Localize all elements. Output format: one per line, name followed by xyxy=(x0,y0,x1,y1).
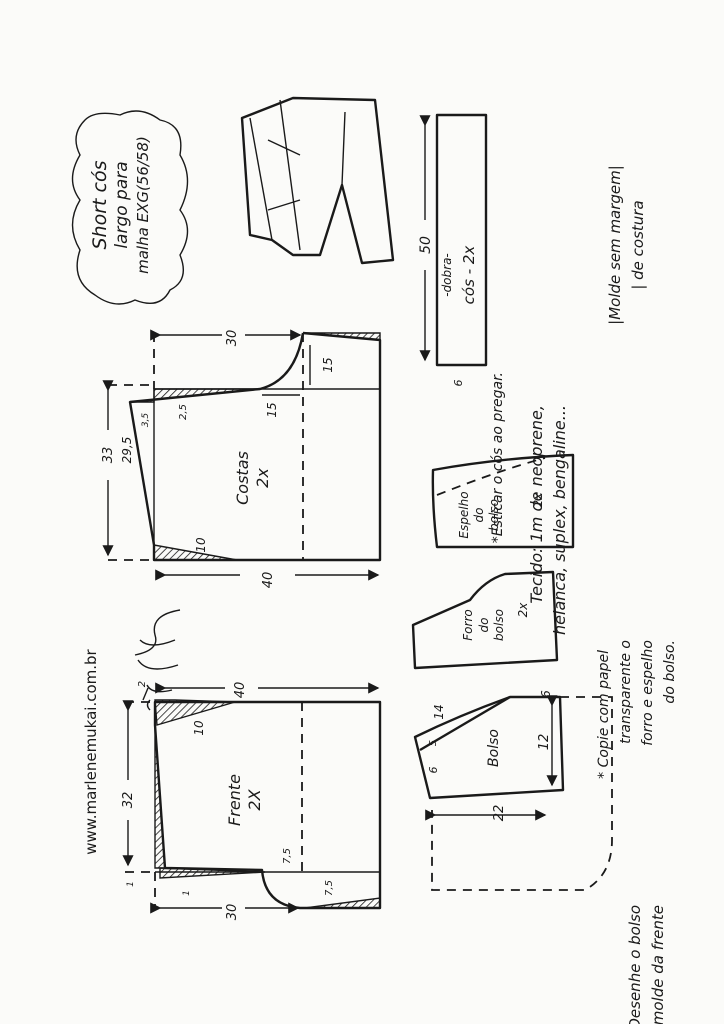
back-dim-width: 40 xyxy=(261,572,276,589)
lining-qty: 2x xyxy=(516,602,530,618)
front-dim-hip-top: 10 xyxy=(192,720,206,736)
back-dim-top: 30 xyxy=(225,330,240,347)
back-dim-waist-slope: 29,5 xyxy=(120,437,134,464)
front-dim-bottom: 30 xyxy=(225,904,240,921)
waistband-piece: 50 -dobra- cós - 2x 6 *Esticar o cós ao … xyxy=(418,113,506,543)
front-label: Frente xyxy=(225,774,244,826)
waistband-width: 6 xyxy=(452,380,465,387)
pocket-piece: 6 14 5 6 12 22 Bolso xyxy=(413,690,613,891)
front-qty: 2X xyxy=(245,788,264,810)
lining-line-2: do xyxy=(477,618,491,633)
back-label: Costas xyxy=(233,451,252,505)
lining-line-1: Forro xyxy=(461,609,475,640)
facing-qty: 2x xyxy=(531,492,545,508)
front-dim-width: 40 xyxy=(233,682,248,699)
fabric-line-2: helanca, suplex, bengaline... xyxy=(550,405,569,635)
lining-line-3: bolso xyxy=(492,609,506,641)
back-dim-hip-low: 10 xyxy=(194,537,208,553)
copy-note-line-4: do bolso. xyxy=(662,640,678,704)
back-dim-dart: 2,5 xyxy=(178,404,189,420)
title-line-2: largo para xyxy=(112,161,132,248)
seam-note-line-1: |Molde sem margem| xyxy=(606,165,624,325)
front-dim-crotch-b: 7,5 xyxy=(324,880,335,896)
title-line-3: malha EXG(56/58) xyxy=(134,136,152,274)
pocket-facing-piece: Espelho do bolso 2x xyxy=(431,453,575,549)
front-dim-length: 32 xyxy=(121,792,136,809)
pocket-dim-slant: 14 xyxy=(432,704,446,719)
back-piece: 30 33 29,5 3,5 2,5 15 15 10 40 Costas 2x xyxy=(101,329,382,589)
front-dim-offset-b: 1 xyxy=(182,890,192,896)
back-dim-crotch-depth: 15 xyxy=(321,357,335,372)
pocket-dim-top: 6 xyxy=(539,690,553,698)
copy-note-line-1: * Copie com papel xyxy=(596,650,612,779)
facing-line-1: Espelho xyxy=(457,491,471,538)
back-dim-leg: 15 xyxy=(265,402,279,417)
front-piece: 40 2 32 10 7,5 7,5 30 1 1 Frente 2X xyxy=(121,681,382,921)
draw-note-line-1: *Desenhe o bolso xyxy=(626,905,644,1024)
waistband-note: *Esticar o cós ao pregar. xyxy=(490,372,506,543)
facing-line-3: bolso xyxy=(487,499,501,531)
back-dim-side: 33 xyxy=(101,447,116,464)
pocket-lining-piece: Forro do bolso 2x xyxy=(411,570,559,670)
front-dim-raise: 2 xyxy=(137,681,148,687)
waistband-label: cós - 2x xyxy=(460,246,478,305)
pocket-dim-depth: 12 xyxy=(537,734,552,751)
front-dim-offset-a: 1 xyxy=(126,881,136,887)
website-url: www.marlenemukai.com.br xyxy=(82,648,100,854)
signature xyxy=(134,609,181,711)
title-cloud: Short cós largo para malha EXG(56/58) xyxy=(71,110,189,305)
pocket-dim-width: 22 xyxy=(492,805,507,822)
waistband-length: 50 xyxy=(418,236,434,254)
shorts-illustration xyxy=(240,96,395,265)
draw-note-line-2: no molde da frente xyxy=(649,905,667,1024)
front-dim-crotch-a: 7,5 xyxy=(282,848,293,864)
fabric-line-1: Tecido: 1m de neoprene, xyxy=(527,405,546,604)
title-line-1: Short cós xyxy=(89,160,111,249)
copy-note-line-3: forro e espelho xyxy=(640,640,656,746)
facing-line-2: do xyxy=(472,508,486,523)
seam-note-line-2: | de costura xyxy=(629,200,647,289)
copy-note-line-2: transparente o xyxy=(618,640,634,744)
pocket-label: Bolso xyxy=(486,729,502,767)
waistband-fold: -dobra- xyxy=(440,253,454,297)
pocket-dim-side: 6 xyxy=(427,767,440,774)
pocket-dim-opening: 5 xyxy=(428,740,439,746)
back-dim-rise: 3,5 xyxy=(141,413,151,428)
back-qty: 2x xyxy=(253,468,272,488)
